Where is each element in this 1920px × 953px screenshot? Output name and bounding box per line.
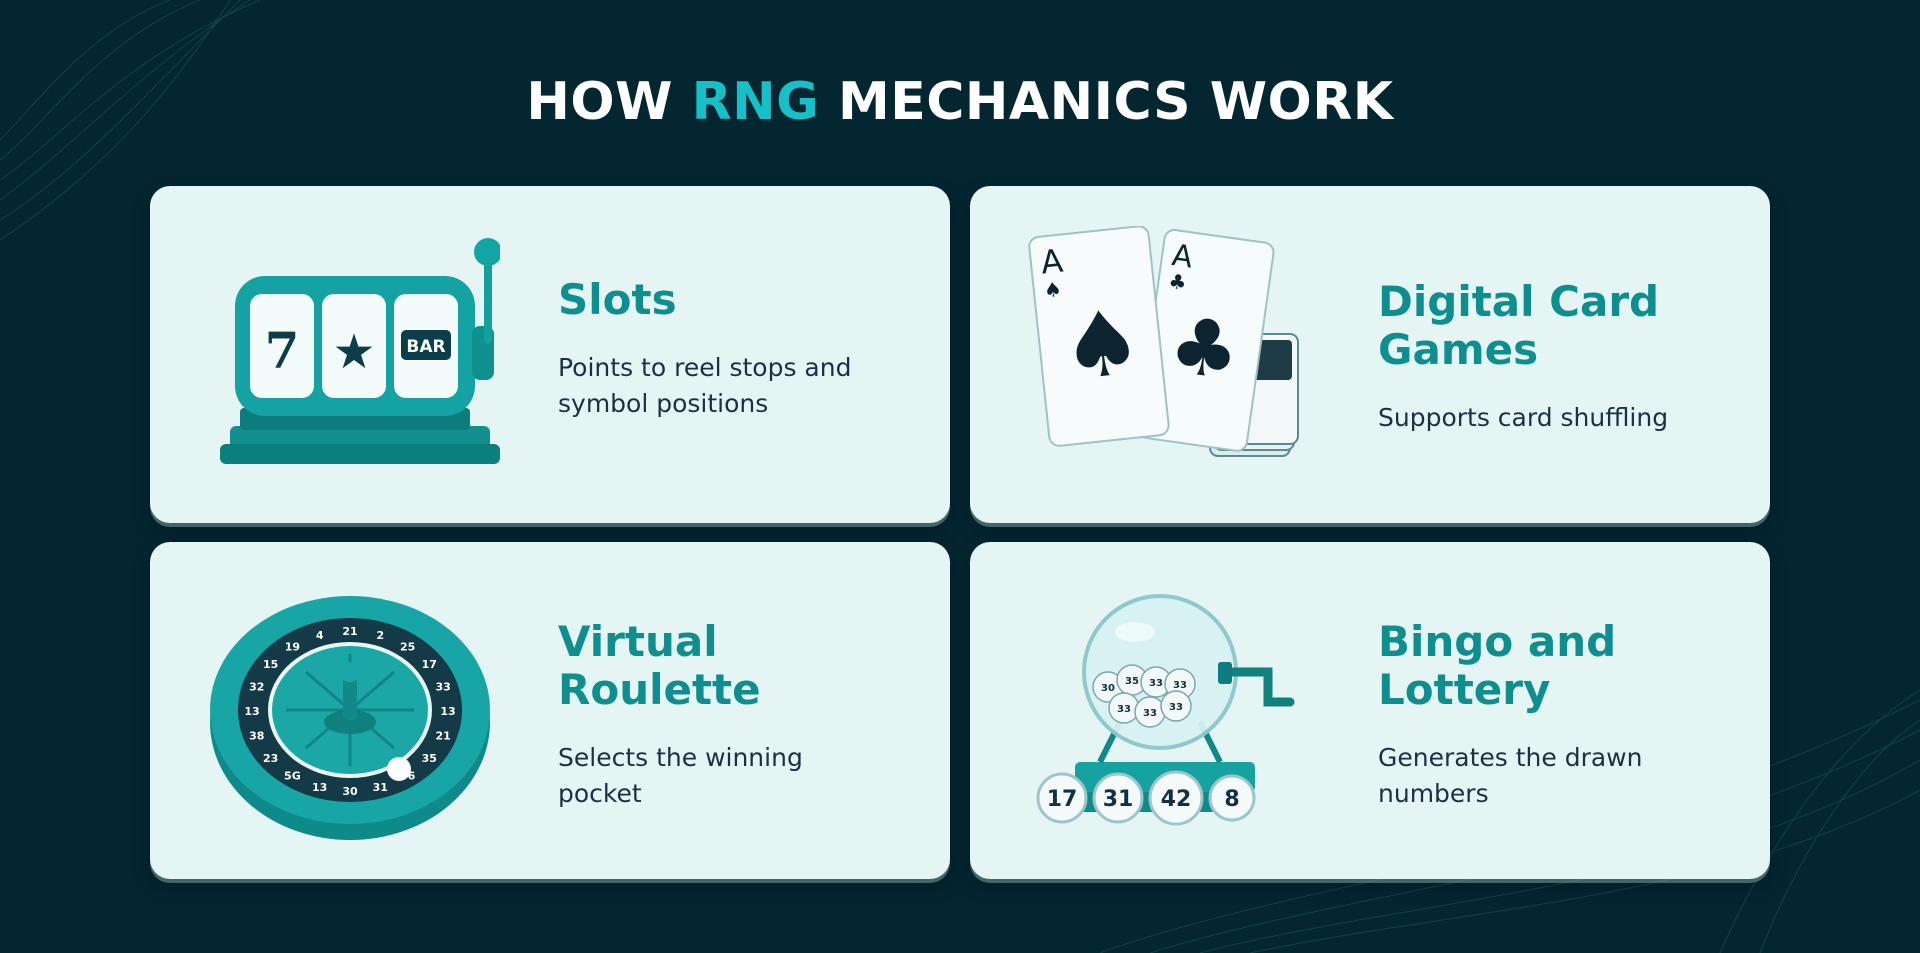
drum-ball-number: 35: [1125, 676, 1139, 687]
drawn-ball: [1148, 770, 1204, 826]
pocket-number: 38: [249, 730, 264, 743]
drawn-ball: [1092, 772, 1144, 824]
pocket-number: 13: [312, 781, 327, 794]
slot-machine-icon: 7 ★ BAR: [220, 238, 500, 464]
drum-ball-number: 30: [1101, 683, 1115, 694]
drawn-ball: [1208, 774, 1256, 822]
drum-ball-number: 33: [1173, 680, 1187, 691]
drum-ball-number: 33: [1117, 704, 1131, 715]
roulette-wheel-icon: 212251733132135363130135G2338133215194: [210, 596, 490, 840]
drawn-ball: [1036, 772, 1088, 824]
card-description: Points to reel stops and symbol position…: [558, 353, 852, 418]
svg-text:♠: ♠: [1043, 277, 1063, 303]
drum-ball-number: 33: [1149, 678, 1163, 689]
pocket-number: 2: [376, 629, 384, 642]
pocket-number: 17: [422, 658, 437, 671]
drum-balls: 30 35 33 33 33 33 33: [1092, 664, 1196, 728]
pocket-number: 21: [342, 625, 357, 638]
drum-ball-number: 33: [1169, 702, 1183, 713]
pocket-number: 35: [422, 752, 437, 765]
svg-text:♠: ♠: [1056, 289, 1147, 402]
pocket-number: 23: [263, 752, 278, 765]
pocket-number: 32: [249, 680, 264, 693]
card-heading: Virtual Roulette: [558, 617, 761, 714]
title-accent: RNG: [691, 72, 820, 132]
drawn-balls: 17 31 42 8: [1036, 770, 1256, 826]
card-heading: Bingo and Lottery: [1378, 617, 1617, 714]
drawn-ball-number: 31: [1103, 787, 1134, 812]
pocket-number: 13: [244, 705, 259, 718]
playing-cards-icon: A ♣ ♣ A ♠ ♠: [1028, 226, 1299, 457]
card-slots: 7 ★ BAR Slots Points to reel stops and s…: [150, 186, 950, 523]
drawn-ball-number: 17: [1047, 787, 1078, 812]
reel-symbol-seven: 7: [265, 321, 300, 380]
pocket-number: 30: [342, 785, 358, 798]
pocket-number: 4: [316, 629, 324, 642]
drawn-ball-number: 42: [1161, 787, 1192, 812]
pocket-number: 19: [285, 640, 300, 653]
pocket-number: 25: [400, 640, 415, 653]
card-description: Selects the winning pocket: [558, 743, 803, 808]
card-description: Generates the drawn numbers: [1378, 743, 1643, 808]
card-bingo-and-lottery: 30 35 33 33 33 33 33 17 31 42 8 Bingo and Lottery…: [970, 542, 1770, 879]
pocket-number: 21: [436, 730, 451, 743]
pocket-number: 33: [436, 680, 451, 693]
pocket-number: 13: [440, 705, 455, 718]
svg-text:♣: ♣: [1167, 269, 1188, 295]
page-title: HOW RNG MECHANICS WORK: [526, 72, 1394, 132]
reel-symbol-bar: BAR: [406, 337, 445, 357]
card-rank: A: [1039, 242, 1065, 282]
reel-symbol-star: ★: [332, 324, 375, 380]
card-digital-card-games: A ♣ ♣ A ♠ ♠ Digital Card Games Supports …: [970, 186, 1770, 523]
drum-ball-number: 33: [1143, 708, 1157, 719]
card-virtual-roulette: 212251733132135363130135G2338133215194 V…: [150, 542, 950, 879]
pocket-number: 31: [373, 781, 388, 794]
lottery-machine-icon: 30 35 33 33 33 33 33 17 31 42 8: [1036, 594, 1295, 826]
card-heading: Digital Card Games: [1378, 277, 1660, 374]
card-heading: Slots: [558, 275, 677, 324]
drum-ball: [1160, 690, 1192, 722]
svg-text:♣: ♣: [1164, 300, 1246, 399]
card-description: Supports card shuffling: [1378, 403, 1669, 432]
pocket-number: 15: [263, 658, 278, 671]
pocket-number: 5G: [284, 770, 301, 783]
drawn-ball-number: 8: [1224, 787, 1239, 812]
